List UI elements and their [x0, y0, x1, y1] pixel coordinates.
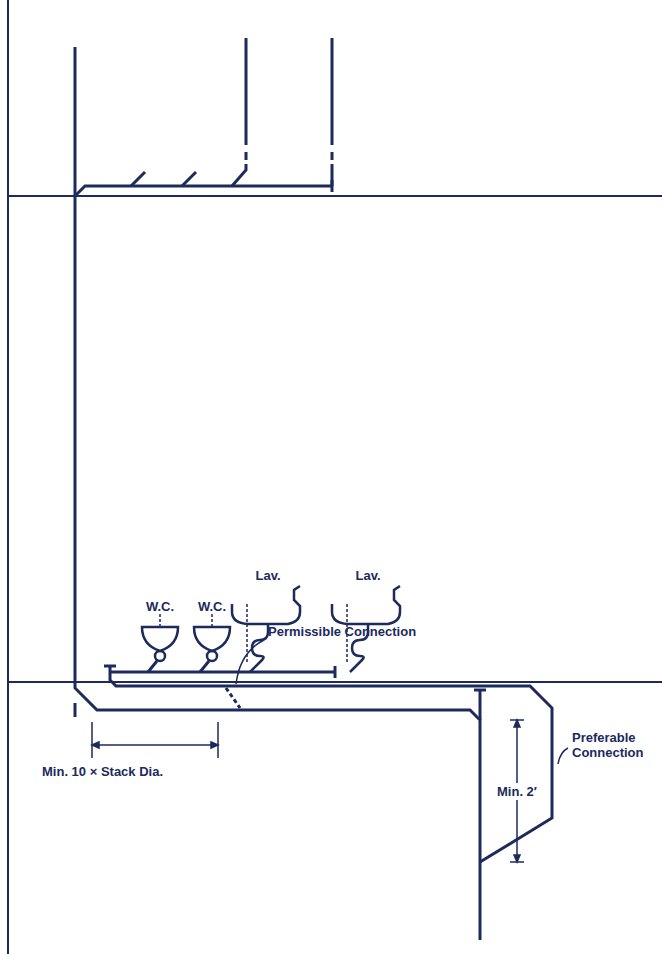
leader-line	[558, 748, 568, 764]
cleanout-cap	[474, 689, 486, 692]
fixture-stub	[131, 172, 145, 186]
frame-line	[7, 0, 9, 954]
dimension-label: Min. 10 × Stack Dia.	[42, 764, 163, 779]
floor-line	[8, 681, 662, 683]
fixture-stub	[182, 172, 196, 186]
relief-vent	[110, 666, 552, 862]
fixture-label: W.C.	[146, 599, 174, 614]
leader-line	[236, 640, 264, 684]
cleanout-cap	[74, 703, 77, 717]
callout-label: Preferable Connection	[572, 730, 658, 760]
cleanout-cap	[104, 665, 116, 668]
soil-stack	[75, 47, 480, 940]
permissible-connection	[226, 688, 240, 708]
dimension-10x	[92, 722, 218, 758]
callout-label: Permissible Connection	[268, 624, 416, 639]
water-closet	[142, 614, 178, 672]
vent-stub	[331, 38, 334, 186]
water-closet	[194, 614, 230, 672]
fixture-label: W.C.	[198, 599, 226, 614]
fixture-branch	[110, 671, 335, 674]
fixture-label: Lav.	[255, 568, 280, 583]
dimension-label: Min. 2′	[495, 783, 539, 800]
vent-stub	[232, 38, 246, 186]
floor-line	[8, 195, 662, 197]
upper-branch	[75, 186, 332, 196]
fixture-label: Lav.	[355, 568, 380, 583]
cleanout-riser	[479, 690, 482, 720]
cleanout-cap	[334, 666, 337, 678]
